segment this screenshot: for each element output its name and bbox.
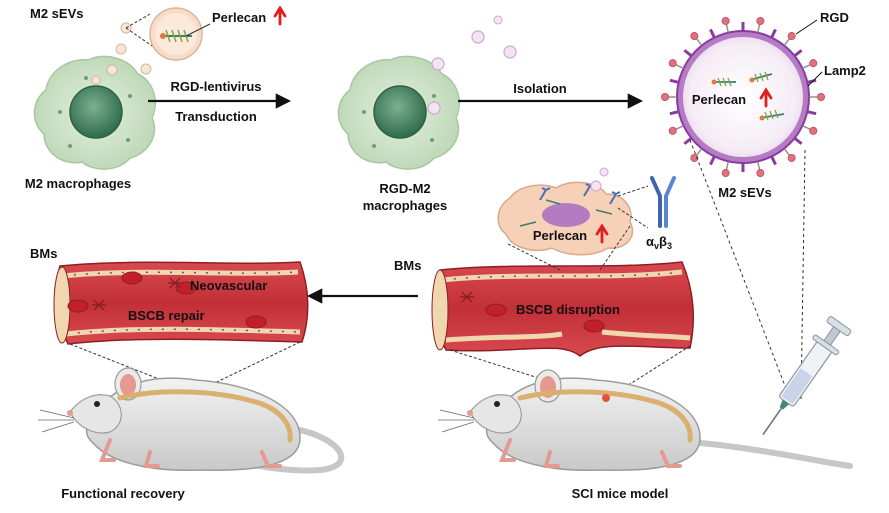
rgd-peptide [690, 32, 699, 41]
perlecan-top-label: Perlecan [212, 10, 266, 25]
lamp2-protein [669, 78, 679, 84]
m2-sevs-right-label: M2 sEVs [718, 185, 771, 200]
lamp2-protein [709, 155, 716, 166]
lamp2-label: Lamp2 [824, 63, 866, 78]
rgd-stalk [783, 148, 791, 157]
rgd-m2-label-line2: macrophages [363, 198, 448, 213]
syringe-icon [762, 316, 852, 436]
bms-left-label: BMs [30, 246, 57, 261]
rgd-peptide [817, 93, 826, 102]
up-arrow-icon [273, 5, 287, 26]
rgd-stalk [675, 63, 684, 69]
rgd-stalk [757, 23, 761, 33]
perlecan-vesicle-label: Perlecan [692, 92, 746, 107]
rgd-stalk [757, 161, 761, 171]
bscb-repair-label: BSCB repair [128, 308, 205, 323]
rgd-peptide [668, 59, 677, 68]
transduction-label: Transduction [175, 109, 257, 124]
rgd-stalk [695, 37, 703, 46]
sev-zoom-inset [125, 7, 211, 61]
mouse-sci [438, 369, 853, 472]
rgd-peptide [809, 126, 818, 135]
vessel-disrupted [431, 261, 694, 357]
vessel-repaired [53, 261, 309, 345]
rgd-lentivirus-label: RGD-lentivirus [170, 79, 261, 94]
rgd-peptide [809, 59, 818, 68]
lamp2-protein [793, 136, 803, 145]
lamp2-protein [793, 49, 803, 58]
rgd-peptide [787, 153, 796, 162]
rgd-m2-macrophage-cell [337, 15, 517, 170]
bscb-disruption-label: BSCB disruption [516, 302, 620, 317]
rgd-label: RGD [820, 10, 849, 25]
rgd-stalk [725, 161, 729, 171]
lamp2-protein [683, 136, 693, 145]
rgd-peptide [661, 93, 670, 102]
endothelial-cell [497, 167, 634, 256]
lamp2-protein [683, 49, 693, 58]
m2-macrophage-cell [33, 22, 156, 170]
engineered-sev [661, 16, 826, 178]
m2-macrophages-label: M2 macrophages [25, 176, 131, 191]
bms-right-label: BMs [394, 258, 421, 273]
rgd-stalk [802, 125, 811, 131]
rgd-peptide [721, 16, 730, 25]
rgd-peptide [721, 169, 730, 178]
lamp2-protein [807, 110, 817, 116]
isolation-label: Isolation [513, 81, 567, 96]
rgd-stalk [802, 63, 811, 69]
lamp2-protein [669, 110, 679, 116]
integrin-label: αvβ3 [646, 234, 672, 251]
rgd-peptide [787, 32, 796, 41]
neovascular-label: Neovascular [190, 278, 267, 293]
rgd-stalk [783, 37, 791, 46]
sci-model-label: SCI mice model [572, 486, 669, 501]
rgd-peptide [690, 153, 699, 162]
lamp2-protein [709, 28, 716, 39]
mouse-recovered [38, 367, 345, 474]
rgd-m2-label-line1: RGD-M2 [379, 181, 430, 196]
m2-sevs-top-label: M2 sEVs [30, 6, 83, 21]
svg-text:αvβ3: αvβ3 [646, 234, 672, 251]
lamp2-protein [807, 78, 817, 84]
lamp2-protein [770, 155, 777, 166]
rgd-stalk [675, 125, 684, 131]
lamp2-protein [770, 28, 777, 39]
rgd-stalk [725, 23, 729, 33]
up-arrow-icon [759, 87, 773, 108]
rgd-peptide [756, 16, 765, 25]
rgd-peptide [668, 126, 677, 135]
integrin-receptor-icon [650, 176, 676, 228]
up-arrow-icon [595, 223, 609, 244]
functional-recovery-label: Functional recovery [61, 486, 185, 501]
rgd-peptide [756, 169, 765, 178]
rgd-stalk [695, 148, 703, 157]
perlecan-cell-label: Perlecan [533, 228, 587, 243]
